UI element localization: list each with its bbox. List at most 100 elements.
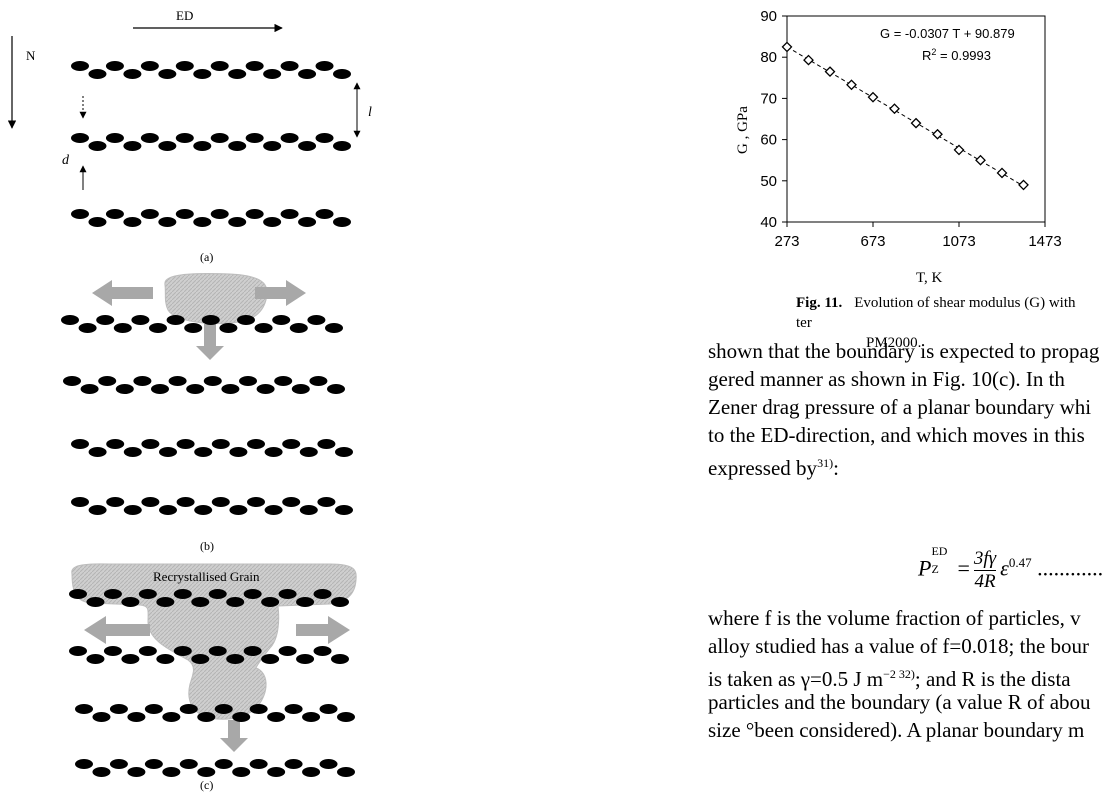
y-tick-label: 70: [760, 90, 777, 107]
data-point: [932, 128, 943, 140]
particle: [179, 759, 198, 769]
particle: [144, 759, 163, 769]
particle-row: [71, 439, 353, 457]
particle: [278, 646, 297, 656]
particle: [210, 209, 229, 219]
particle: [162, 712, 181, 722]
particle: [229, 447, 248, 457]
particle: [280, 133, 299, 143]
particle: [123, 447, 142, 457]
particle: [71, 133, 89, 143]
particle: [210, 133, 229, 143]
particle: [186, 384, 205, 394]
particle: [133, 376, 152, 386]
particle: [214, 759, 233, 769]
particle: [173, 646, 192, 656]
particle: [88, 447, 107, 457]
particle: [247, 439, 265, 449]
particle: [280, 61, 299, 71]
particle: [71, 61, 89, 71]
particle: [280, 209, 299, 219]
y-tick-label: 60: [760, 132, 777, 149]
particle: [103, 589, 122, 599]
particle: [228, 217, 247, 227]
particle: [197, 767, 216, 777]
particle: [243, 646, 262, 656]
caption-text: Evolution of shear modulus (G) with ter: [796, 295, 1076, 331]
particle: [299, 447, 318, 457]
particle: [109, 704, 128, 714]
particle: [92, 767, 111, 777]
particle: [254, 323, 273, 333]
particle: [298, 141, 317, 151]
particle: [168, 376, 187, 386]
particle: [272, 315, 291, 325]
particle: [267, 712, 286, 722]
particle: [264, 505, 283, 515]
particle: [315, 209, 334, 219]
particle: [159, 505, 177, 515]
particle: [302, 712, 321, 722]
y-tick-label: 90: [760, 8, 777, 25]
grey-arrow-left-c: [84, 616, 150, 644]
particle: [194, 447, 213, 457]
particle: [141, 497, 160, 507]
particle: [123, 141, 142, 151]
particle: [80, 384, 99, 394]
particle: [96, 315, 115, 325]
y-tick-label: 40: [760, 214, 777, 231]
x-tick-label: 1473: [1028, 233, 1061, 250]
particle: [263, 141, 282, 151]
particle: [86, 597, 105, 607]
particle: [191, 597, 210, 607]
particle: [63, 376, 81, 386]
particle: [274, 376, 293, 386]
body-line: where f is the volume fraction of partic…: [708, 606, 1081, 630]
particle: [232, 767, 251, 777]
particle: [71, 209, 89, 219]
particle: [256, 384, 275, 394]
particle: [106, 497, 125, 507]
panel-b: (b): [61, 273, 353, 553]
particle-row: [75, 704, 355, 722]
nucleus-blob: [164, 273, 268, 325]
particle: [226, 597, 245, 607]
particle: [123, 217, 142, 227]
data-point: [846, 79, 857, 91]
particle: [214, 704, 233, 714]
particle: [211, 497, 230, 507]
body-line: particles and the boundary (a value R of…: [708, 690, 1091, 714]
particle: [166, 315, 185, 325]
particle: [245, 209, 264, 219]
particle: [176, 497, 195, 507]
particle: [69, 589, 87, 599]
particle: [193, 141, 212, 151]
recrystallised-grain-region: [71, 563, 357, 720]
panel-b-label: (b): [200, 539, 214, 553]
particle: [149, 323, 167, 333]
y-axis-title: G , GPa: [735, 106, 751, 154]
particle: [151, 384, 169, 394]
equation-label: G = -0.0307 T + 90.879: [880, 26, 1015, 41]
particle: [229, 505, 248, 515]
particle: [319, 704, 338, 714]
particle: [313, 646, 332, 656]
particle: [175, 133, 194, 143]
panel-c: Recrystallised Grain (c): [69, 563, 357, 792]
particle: [333, 141, 351, 151]
particle: [88, 69, 107, 79]
particle: [131, 315, 150, 325]
recrystallised-grain-label: Recrystallised Grain: [153, 569, 260, 584]
particle: [88, 217, 107, 227]
data-point: [910, 117, 922, 129]
particle: [298, 217, 317, 227]
particle: [239, 376, 257, 386]
particle: [105, 61, 124, 71]
body-line: size °been considered). A planar boundar…: [708, 718, 1085, 742]
particle: [299, 505, 318, 515]
particle: [319, 759, 338, 769]
particle: [156, 597, 175, 607]
body-line: alloy studied has a value of f=0.018; th…: [708, 634, 1090, 658]
